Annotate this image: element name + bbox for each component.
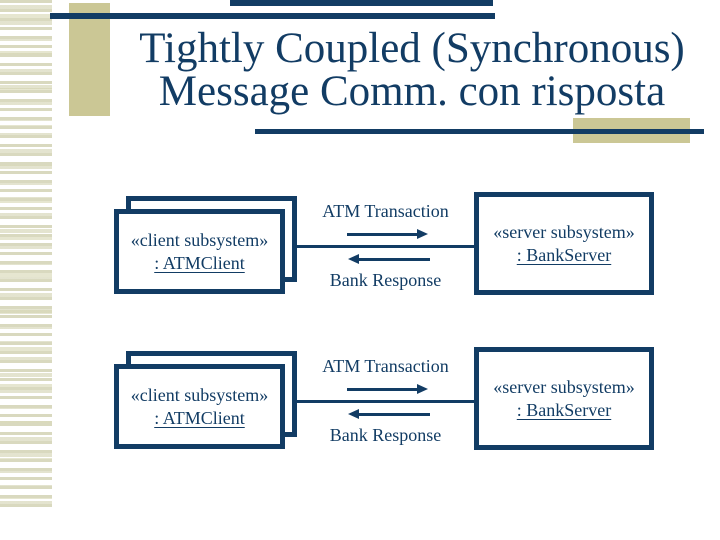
server-stereotype: «server subsystem» [493, 221, 635, 242]
divider-rule [255, 129, 704, 134]
server-box: «server subsystem» : BankServer [474, 192, 654, 295]
server-stereotype: «server subsystem» [493, 376, 635, 397]
request-arrow-icon [347, 229, 428, 240]
server-box: «server subsystem» : BankServer [474, 347, 654, 450]
response-arrowhead-icon [348, 254, 359, 264]
request-message-label: ATM Transaction [322, 356, 449, 376]
request-arrowhead-icon [417, 384, 428, 394]
client-instance-name: : ATMClient [154, 252, 245, 273]
client-stereotype: «client subsystem» [130, 384, 269, 405]
request-arrow-icon [347, 384, 428, 395]
slide-title-line2: Message Comm. con risposta [158, 68, 666, 115]
response-arrow-icon [348, 254, 430, 265]
tan-vertical-accent-bar [69, 3, 110, 116]
client-box: «client subsystem» : ATMClient [114, 209, 285, 294]
association-line [297, 400, 474, 403]
client-instance-name: : ATMClient [154, 407, 245, 428]
slide-title-line1: Tightly Coupled (Synchronous) [139, 25, 685, 72]
response-message-label: Bank Response [329, 425, 442, 445]
slide-title: Tightly Coupled (Synchronous) Message Co… [106, 27, 718, 113]
request-arrowhead-icon [417, 229, 428, 239]
server-instance-name: : BankServer [516, 244, 612, 265]
response-arrowhead-icon [348, 409, 359, 419]
request-arrow-shaft [347, 233, 420, 236]
association-line [297, 245, 474, 248]
request-message-label: ATM Transaction [322, 201, 449, 221]
top-rule-upper [230, 0, 493, 6]
server-instance-name: : BankServer [516, 399, 612, 420]
response-message-label: Bank Response [329, 270, 442, 290]
client-box: «client subsystem» : ATMClient [114, 364, 285, 449]
response-arrow-shaft [356, 413, 430, 416]
client-stereotype: «client subsystem» [130, 229, 269, 250]
top-rule-lower [50, 13, 495, 19]
request-arrow-shaft [347, 388, 420, 391]
left-stripe-pattern [0, 0, 52, 512]
message-group-top: «client subsystem» : ATMClient ATM Trans… [110, 190, 666, 302]
message-group-bottom: «client subsystem» : ATMClient ATM Trans… [110, 345, 666, 457]
response-arrow-shaft [356, 258, 430, 261]
response-arrow-icon [348, 409, 430, 420]
